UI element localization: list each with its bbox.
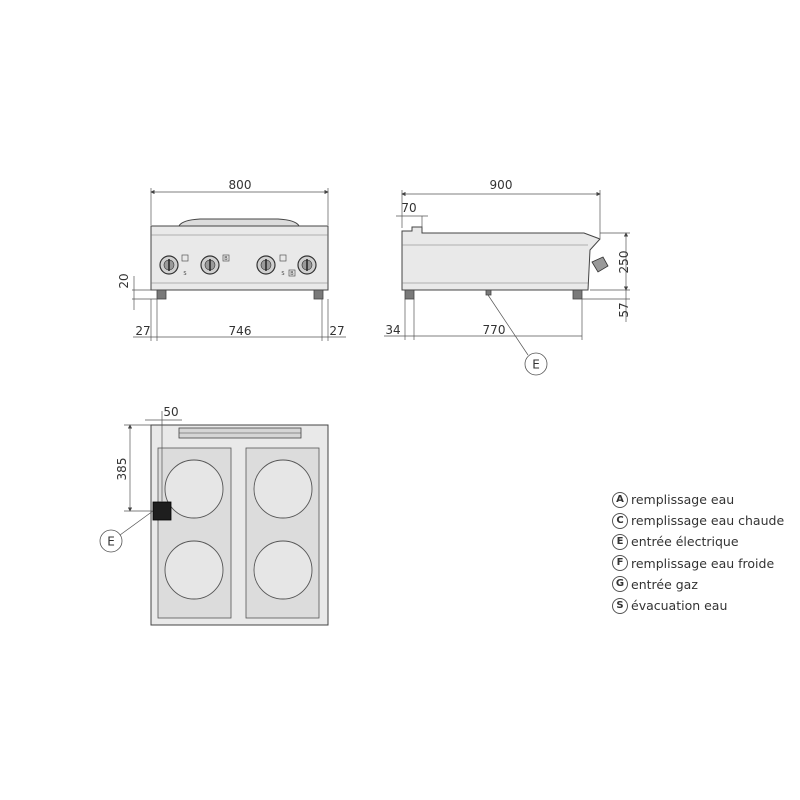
dim-front-width: 800 xyxy=(229,178,252,192)
legend-letter-f: F xyxy=(612,555,628,572)
legend-item-e: E entrée électrique xyxy=(612,531,792,552)
dim-leg-left: 27 xyxy=(135,324,150,338)
legend-label-c: remplissage eau chaude xyxy=(631,513,785,529)
legend-letter-s: S xyxy=(612,597,628,614)
side-leg-back xyxy=(572,289,583,300)
dim-offset-x: 50 xyxy=(163,405,178,419)
knob-mark-3: S xyxy=(281,271,284,277)
front-view: S B S B 800 20 27 746 27 xyxy=(117,178,346,341)
side-connection-callout xyxy=(524,352,548,376)
hotplate-3 xyxy=(164,540,224,600)
dim-side-depth: 900 xyxy=(490,178,513,192)
dim-leg-right: 27 xyxy=(329,324,344,338)
legend-letter-a: A xyxy=(612,491,628,508)
front-top-plate xyxy=(178,218,300,227)
legend-label-f: remplissage eau froide xyxy=(631,555,775,571)
legend-label-g: entrée gaz xyxy=(631,576,698,592)
side-body xyxy=(401,226,601,291)
hotplate-1 xyxy=(164,459,224,519)
dim-foot-height: 57 xyxy=(617,302,631,317)
side-leg-front xyxy=(404,289,415,300)
dim-front-offset: 34 xyxy=(385,323,400,337)
side-connection xyxy=(485,289,492,296)
legend-item-g: G entrée gaz xyxy=(612,574,792,595)
knob-mark-2: B xyxy=(224,256,228,262)
dim-foot-span: 770 xyxy=(483,323,506,337)
knob-mark-1: S xyxy=(183,271,186,277)
front-knob-2 xyxy=(200,255,220,275)
front-body xyxy=(150,225,329,291)
front-leg-left xyxy=(156,289,167,300)
top-view: 50 385 E xyxy=(99,405,329,626)
dim-leg-height: 20 xyxy=(117,273,131,288)
legend-label-e: entrée électrique xyxy=(631,534,739,550)
hotplate-2 xyxy=(253,459,313,519)
dim-side-height: 250 xyxy=(617,251,631,274)
front-knob-4 xyxy=(297,255,317,275)
dim-splash: 70 xyxy=(401,201,416,215)
legend-label-s: évacuation eau xyxy=(631,598,728,614)
knob-mark-4: B xyxy=(290,271,294,277)
hotplate-4 xyxy=(253,540,313,600)
legend-item-f: F remplissage eau froide xyxy=(612,553,792,574)
top-connection-callout xyxy=(99,529,123,553)
side-callout-label: E xyxy=(532,358,540,372)
legend-letter-e: E xyxy=(612,533,628,550)
side-knob xyxy=(591,256,609,273)
side-view: 900 70 250 57 34 770 E xyxy=(384,178,631,376)
legend-label-a: remplissage eau xyxy=(631,492,735,508)
front-knob-3 xyxy=(256,255,276,275)
front-knob-1 xyxy=(159,255,179,275)
top-callout-label: E xyxy=(107,535,115,549)
legend-letter-g: G xyxy=(612,576,628,593)
dim-offset-y: 385 xyxy=(115,458,129,481)
front-leg-right xyxy=(313,289,324,300)
legend-item-c: C remplissage eau chaude xyxy=(612,510,792,531)
dim-between-legs: 746 xyxy=(229,324,252,338)
top-connection-box xyxy=(152,501,172,521)
legend-item-a: A remplissage eau xyxy=(612,489,792,510)
legend-item-s: S évacuation eau xyxy=(612,595,792,616)
legend: A remplissage eau C remplissage eau chau… xyxy=(612,489,792,616)
legend-letter-c: C xyxy=(612,512,628,529)
